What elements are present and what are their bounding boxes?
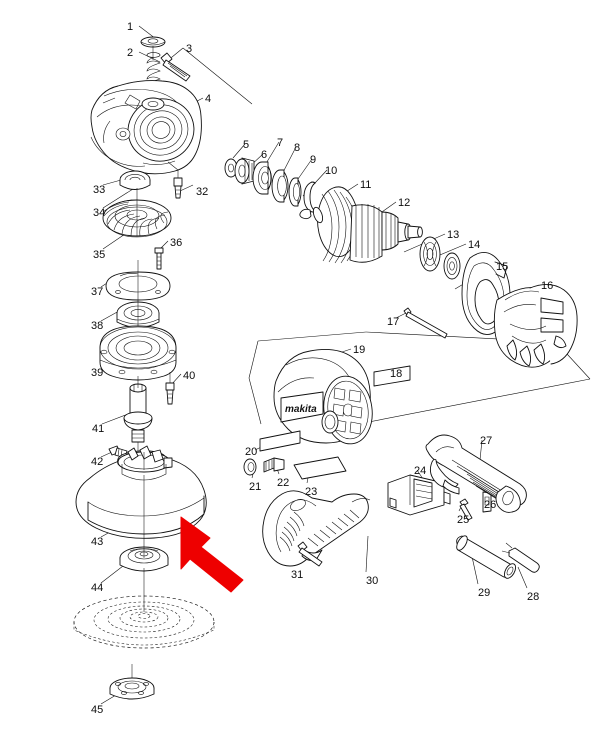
part-3-bolt xyxy=(160,52,191,82)
callout-grease-nipple: 32 xyxy=(196,186,209,198)
part-21-cap xyxy=(243,458,257,476)
callout-ball-bearing-small: 13 xyxy=(447,229,460,241)
callout-bearing-retainer: 6 xyxy=(261,149,268,161)
part-4-gear-housing xyxy=(90,80,202,175)
part-34-ball-bearing xyxy=(119,170,151,190)
callout-lock-nut: 45 xyxy=(91,704,104,716)
part-37-retainer-plate xyxy=(105,260,171,301)
callout-field-stator: 16 xyxy=(541,280,554,292)
callout-carbon-brush: 22 xyxy=(277,477,290,489)
callout-lock-lever: 27 xyxy=(480,435,493,447)
part-44-inner-flange xyxy=(119,540,169,612)
callout-pan-head-screw: 36 xyxy=(170,237,183,249)
callout-hex-socket-bolt: 3 xyxy=(186,43,193,55)
part-27-lock-lever xyxy=(425,434,527,513)
part-23-label xyxy=(293,456,347,480)
callout-bushing: 5 xyxy=(243,139,250,151)
callout-machine-screw: 17 xyxy=(387,316,400,328)
callout-pin: 28 xyxy=(527,591,540,603)
callout-ball-bearing: 7 xyxy=(277,137,284,149)
part-29-side-handle xyxy=(456,535,517,579)
callout-spiral-bevel-gear: 35 xyxy=(93,249,106,261)
callout-retaining-ring: 10 xyxy=(325,165,338,177)
callout-tapping-screw: 25 xyxy=(457,514,470,526)
callout-brush-holder-plate: 20 xyxy=(245,446,258,458)
callout-gear-housing: 4 xyxy=(205,93,212,105)
callout-armature-core: 12 xyxy=(398,197,411,209)
part-5-bushing xyxy=(224,158,238,178)
callout-label: 23 xyxy=(305,486,318,498)
callout-terminal: 26 xyxy=(484,499,497,511)
part-19-motor-housing: makita xyxy=(273,349,373,445)
part-28-pin xyxy=(501,542,540,573)
part-18-nameplate xyxy=(373,365,411,387)
part-16-field-stator xyxy=(493,284,578,368)
callout-screw: 31 xyxy=(291,569,304,581)
callout-clamp-screw: 42 xyxy=(91,456,104,468)
part-36-pan-head-screw xyxy=(154,247,164,270)
callout-spindle: 41 xyxy=(92,423,105,435)
part-30-handle-set xyxy=(262,490,371,567)
callout-ball-bearing: 38 xyxy=(91,320,104,332)
part-20-plate xyxy=(259,430,301,452)
part-43-wheel-guard xyxy=(75,445,207,540)
callout-baffle-plate: 15 xyxy=(496,261,509,273)
part-31-screw xyxy=(297,541,323,567)
callout-o-ring: 33 xyxy=(93,184,106,196)
callout-nameplate: 18 xyxy=(390,368,403,380)
part-11-armature xyxy=(299,186,423,264)
callout-bearing-retainer-plate: 37 xyxy=(91,286,104,298)
callout-ring: 9 xyxy=(310,154,317,166)
part-22-carbon-brush xyxy=(263,457,285,473)
part-25-screw xyxy=(459,498,473,521)
callout-wheel-guard: 43 xyxy=(91,536,104,548)
callout-cap: 21 xyxy=(249,481,262,493)
part-1-washer xyxy=(140,36,166,48)
part-17-screw xyxy=(403,307,448,339)
reference-grinding-wheel xyxy=(73,595,215,649)
callout-inner-flange: 44 xyxy=(91,582,104,594)
callout-armature: 11 xyxy=(360,179,372,191)
part-26-terminal xyxy=(482,491,492,513)
callout-side-handle: 29 xyxy=(478,587,491,599)
part-35-spiral-bevel-gear xyxy=(102,188,172,238)
part-40-hex-bolt xyxy=(165,372,175,405)
callout-washer: 1 xyxy=(127,21,134,33)
callout-bearing: 14 xyxy=(468,239,481,251)
callout-motor-housing: 19 xyxy=(353,344,366,356)
callout-ball-bearing: 34 xyxy=(93,207,106,219)
part-32-grease-nipple xyxy=(167,161,183,199)
part-14-bearing xyxy=(443,252,461,280)
part-41-spindle xyxy=(123,376,153,452)
part-6-retainer xyxy=(234,157,255,185)
part-9-ring xyxy=(288,177,302,207)
part-13-ball-bearing xyxy=(419,236,441,272)
callout-switch: 24 xyxy=(414,465,427,477)
callout-handle-set: 30 xyxy=(366,575,379,587)
callout-compression-spring: 2 xyxy=(127,47,134,59)
callout-flat-washer: 8 xyxy=(294,142,301,154)
part-45-lock-nut xyxy=(109,664,155,700)
part-39-gear-housing-cover xyxy=(99,300,177,381)
callout-gear-housing-cover: 39 xyxy=(91,367,104,379)
part-10-retaining-ring xyxy=(303,181,317,213)
callout-hex-bolt: 40 xyxy=(183,370,196,382)
part-24-switch xyxy=(387,474,451,516)
brand-text: makita xyxy=(285,404,317,415)
part-7-ball-bearing xyxy=(252,161,272,195)
part-8-washer-ring xyxy=(271,169,289,203)
